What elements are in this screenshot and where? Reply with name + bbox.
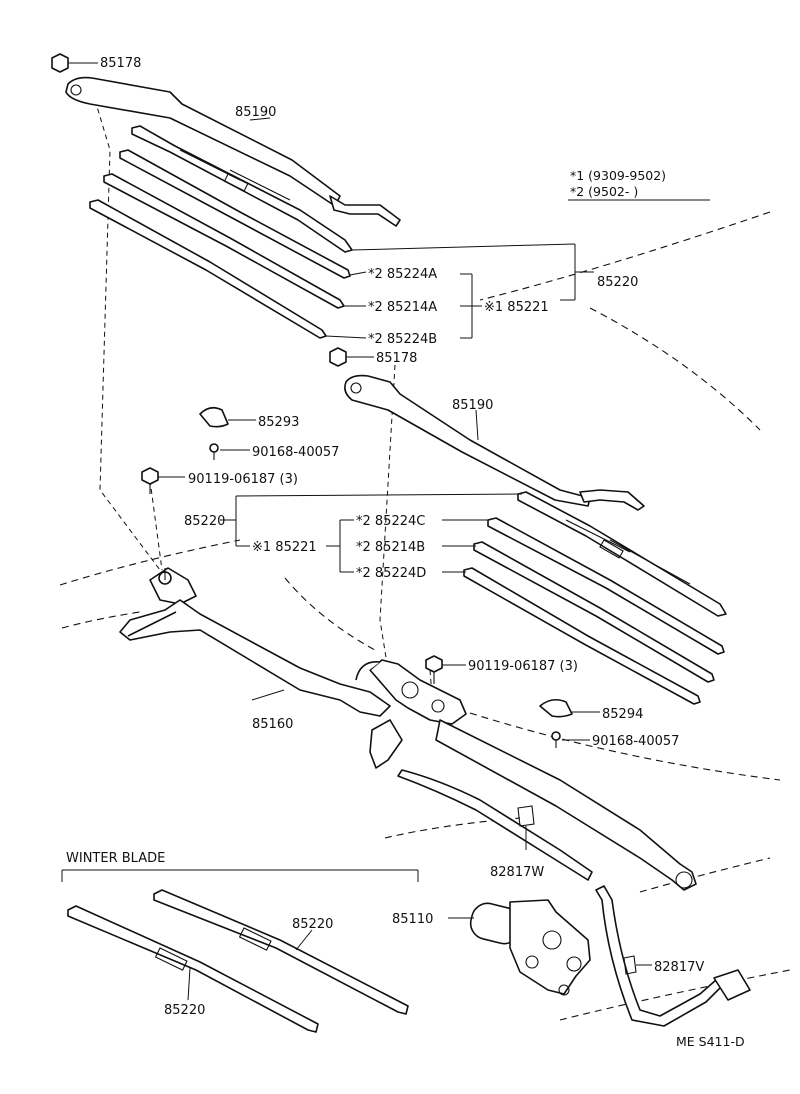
label-screw-right: 90168-40057 (592, 734, 679, 749)
bolt-left-icon (141, 467, 185, 494)
label-arm-mid: 85190 (452, 398, 493, 413)
part-labels: 85178 85190 *1 (9309-9502) *2 (9502- ) 8… (66, 56, 745, 1049)
label-blade-ref-top: 85220 (597, 275, 638, 290)
legend-row-2: *2 (9502- ) (570, 184, 638, 199)
label-blade-asm-top: ※1 85221 (484, 300, 549, 315)
legend-row-1: *1 (9309-9502) (570, 168, 666, 183)
winter-blade-section (61, 869, 419, 1033)
label-rubber-b: *2 85214B (356, 540, 425, 555)
label-bolt-left: 90119-06187 (3) (188, 472, 298, 487)
hose-v (595, 885, 751, 1027)
screw-left-icon (209, 443, 250, 460)
hose-w (397, 769, 593, 881)
cap-right-icon (539, 698, 600, 718)
wiper-arm-top (65, 76, 401, 227)
cap-left-icon (199, 406, 256, 428)
blade-assembly-top (89, 125, 353, 339)
leaders-top (249, 117, 594, 339)
nut-top-icon (51, 53, 98, 73)
label-winter-blade-1: 85220 (292, 917, 333, 932)
label-insert-d: *2 85224D (356, 566, 426, 581)
label-cap-left: 85293 (258, 415, 299, 430)
winter-blade-title: WINTER BLADE (66, 851, 165, 866)
leaders-mid (220, 493, 523, 573)
label-nut-mid: 85178 (376, 351, 417, 366)
blade-assembly-mid (463, 491, 727, 705)
label-arm-top: 85190 (235, 105, 276, 120)
label-insert-c: *2 85224C (356, 514, 425, 529)
label-cap-right: 85294 (602, 707, 643, 722)
linkage (119, 567, 697, 891)
label-blade-asm-left: ※1 85221 (252, 540, 317, 555)
windshield-outline (59, 211, 791, 1021)
nut-mid-icon (329, 347, 374, 367)
label-bolt-right: 90119-06187 (3) (468, 659, 578, 674)
diagram-code: ME S411-D (676, 1034, 745, 1049)
screw-right-icon (551, 731, 590, 748)
wiper-motor (448, 899, 591, 996)
label-nut-top: 85178 (100, 56, 141, 71)
label-winter-blade-2: 85220 (164, 1003, 205, 1018)
label-hose-v: 82817V (654, 960, 704, 975)
label-blade-ref-left: 85220 (184, 514, 225, 529)
label-rubber-a: *2 85214A (368, 300, 437, 315)
wiper-arm-mid (344, 374, 645, 511)
label-motor: 85110 (392, 912, 433, 927)
label-link: 85160 (252, 717, 293, 732)
label-screw-left: 90168-40057 (252, 445, 339, 460)
label-hose-w: 82817W (490, 865, 544, 880)
label-insert-a: *2 85224A (368, 267, 437, 282)
label-insert-b: *2 85224B (368, 332, 437, 347)
bolt-right-icon (425, 655, 466, 684)
